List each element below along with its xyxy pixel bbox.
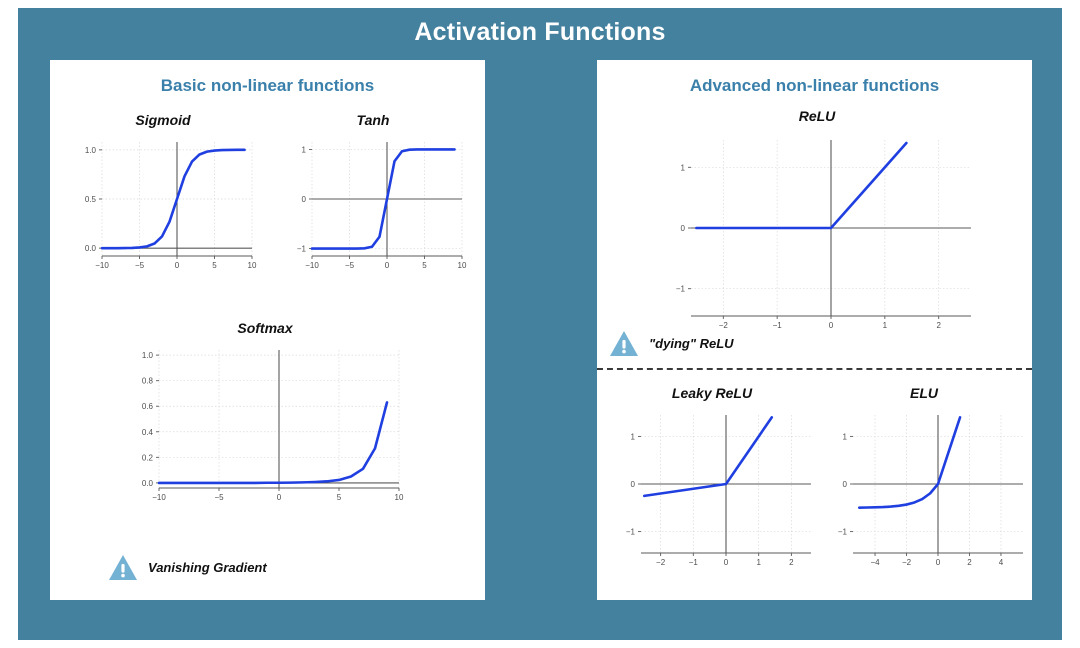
chart-relu: ReLU −2 −1 0 1 2 −1 0 1 — [657, 108, 977, 338]
svg-text:0.4: 0.4 — [142, 428, 154, 437]
svg-text:0: 0 — [724, 558, 729, 567]
card-advanced-functions: Advanced non-linear functions ReLU −2 −1 0… — [597, 60, 1032, 600]
svg-text:−2: −2 — [656, 558, 666, 567]
svg-text:0: 0 — [302, 195, 307, 204]
svg-text:0.8: 0.8 — [142, 377, 154, 386]
section-divider — [597, 368, 1032, 370]
chart-sigmoid: Sigmoid −10 −5 0 5 10 0.0 0.5 1.0 — [68, 112, 258, 272]
warning-vanishing-gradient: Vanishing Gradient — [108, 554, 267, 581]
svg-text:−1: −1 — [297, 245, 307, 254]
chart-title-relu: ReLU — [798, 108, 836, 124]
svg-text:0: 0 — [681, 224, 686, 233]
chart-title-sigmoid: Sigmoid — [135, 112, 191, 128]
chart-leaky-relu: Leaky ReLU −2 −1 0 1 2 −1 0 1 — [607, 385, 817, 575]
svg-text:0.0: 0.0 — [85, 244, 97, 253]
svg-text:10: 10 — [458, 261, 467, 270]
warning-triangle-icon — [109, 555, 137, 580]
warning-triangle-icon — [610, 331, 638, 356]
svg-text:−1: −1 — [773, 321, 783, 330]
svg-text:4: 4 — [999, 558, 1004, 567]
svg-text:−5: −5 — [214, 493, 224, 502]
svg-text:0.0: 0.0 — [142, 479, 154, 488]
svg-text:1: 1 — [883, 321, 888, 330]
warning-label-dying-relu: "dying" ReLU — [649, 336, 734, 351]
svg-text:−5: −5 — [345, 261, 355, 270]
svg-text:−10: −10 — [305, 261, 319, 270]
svg-text:1: 1 — [631, 432, 636, 441]
page-title: Activation Functions — [414, 18, 666, 46]
svg-text:0: 0 — [936, 558, 941, 567]
svg-text:0.6: 0.6 — [142, 402, 154, 411]
chart-title-softmax: Softmax — [237, 320, 293, 336]
svg-text:−5: −5 — [135, 261, 145, 270]
chart-elu: ELU −4 −2 0 2 4 −1 0 1 — [819, 385, 1029, 575]
chart-svg-softmax: −10 −5 0 5 10 0.0 0.2 0.4 0.6 0.8 1.0 — [142, 350, 404, 502]
svg-text:0: 0 — [829, 321, 834, 330]
svg-text:1: 1 — [302, 145, 307, 154]
chart-svg-elu: −4 −2 0 2 4 −1 0 1 — [838, 415, 1023, 567]
svg-text:2: 2 — [789, 558, 794, 567]
svg-text:5: 5 — [337, 493, 342, 502]
svg-text:−1: −1 — [626, 528, 636, 537]
svg-text:−1: −1 — [838, 528, 848, 537]
svg-text:0: 0 — [175, 261, 180, 270]
svg-text:2: 2 — [967, 558, 972, 567]
chart-svg-leaky-relu: −2 −1 0 1 2 −1 0 1 — [626, 415, 811, 567]
svg-text:5: 5 — [212, 261, 217, 270]
svg-text:1: 1 — [756, 558, 761, 567]
svg-text:0: 0 — [277, 493, 282, 502]
card-title-advanced: Advanced non-linear functions — [689, 76, 940, 95]
svg-text:10: 10 — [248, 261, 257, 270]
chart-title-elu: ELU — [910, 385, 938, 401]
svg-text:0.5: 0.5 — [85, 195, 97, 204]
svg-text:0: 0 — [385, 261, 390, 270]
svg-text:−1: −1 — [689, 558, 699, 567]
svg-text:1: 1 — [843, 432, 848, 441]
chart-title-leaky-relu: Leaky ReLU — [671, 385, 753, 401]
svg-text:10: 10 — [395, 493, 404, 502]
svg-text:0: 0 — [843, 480, 848, 489]
svg-text:5: 5 — [422, 261, 427, 270]
svg-text:1: 1 — [681, 163, 686, 172]
svg-text:0: 0 — [631, 480, 636, 489]
chart-svg-relu: −2 −1 0 1 2 −1 0 1 — [676, 140, 971, 330]
svg-text:−2: −2 — [902, 558, 912, 567]
chart-title-tanh: Tanh — [356, 112, 390, 128]
svg-text:−10: −10 — [152, 493, 166, 502]
warning-label-vanishing-gradient: Vanishing Gradient — [148, 560, 267, 575]
card-basic-functions: Basic non-linear functions Sigmoid −10−5… — [50, 60, 485, 600]
svg-text:−4: −4 — [870, 558, 880, 567]
chart-softmax: Softmax −10 −5 0 5 10 0.0 0.2 0.4 0.6 0.8 1.0 — [125, 320, 405, 510]
svg-text:−10: −10 — [95, 261, 109, 270]
chart-svg-sigmoid: −10 −5 0 5 10 0.0 0.5 1.0 — [85, 142, 257, 270]
svg-text:−1: −1 — [676, 285, 686, 294]
svg-text:2: 2 — [936, 321, 941, 330]
warning-dying-relu: "dying" ReLU — [609, 330, 734, 357]
svg-text:−2: −2 — [719, 321, 729, 330]
card-title-basic: Basic non-linear functions — [160, 76, 375, 95]
svg-text:1.0: 1.0 — [142, 351, 154, 360]
svg-text:0.2: 0.2 — [142, 453, 154, 462]
svg-text:1.0: 1.0 — [85, 146, 97, 155]
